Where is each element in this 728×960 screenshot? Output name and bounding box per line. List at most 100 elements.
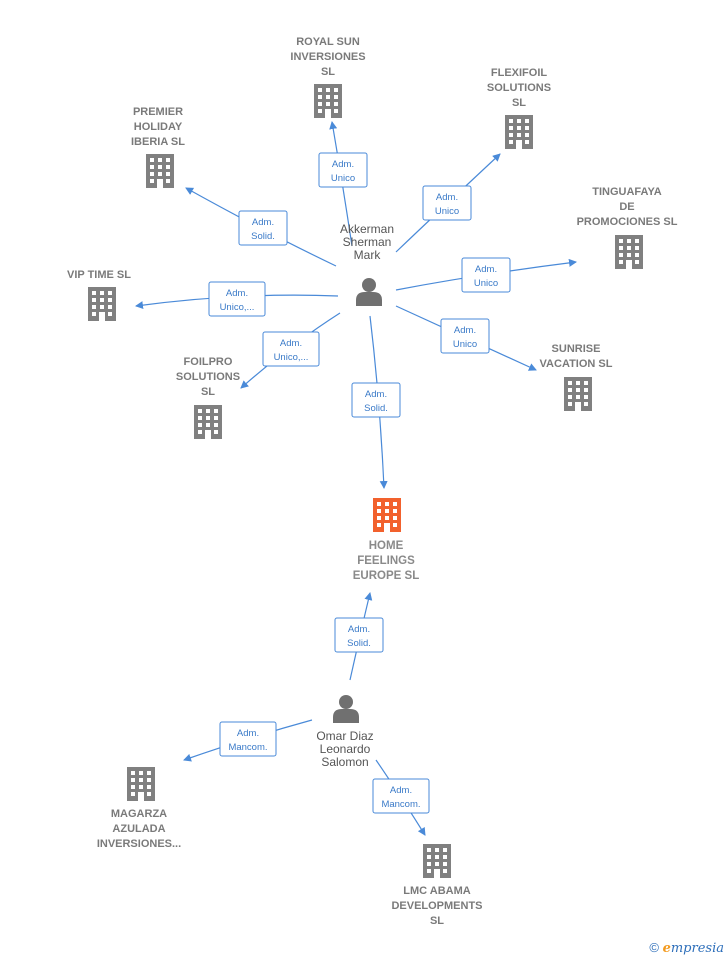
edge-label-box [372,778,430,814]
node-label: VIP TIME SL [67,269,131,281]
edge-label-box [440,318,490,354]
edge-label-text: Mancom. [228,742,267,753]
edge-akkerman-home: Adm. Solid. [351,315,401,489]
edge-omar-home: Adm.Solid. [334,592,384,681]
edge-label-text: Adm. [226,288,248,299]
edge-omar-lmc: Adm. Mancom. [372,759,430,836]
brand-logo[interactable]: empresia [662,941,724,956]
edge-label-text: Unico [474,278,498,289]
edge-label[interactable]: Adm. Unico,... [208,281,266,317]
edge-akkerman-flexifoil: Adm.Unico [395,153,501,253]
building-icon [615,235,643,269]
node-label: EUROPE SL [353,570,419,582]
node-label: SOLUTIONS [176,371,240,383]
edge-label-box [318,152,368,188]
node-label: LMC ABAMA [403,885,470,897]
edge-label-box [208,281,266,317]
edge-label[interactable]: Adm. Unico [318,152,368,188]
edge-label[interactable]: Adm.Unico,... [262,331,320,367]
edge-label-text: Adm. [475,264,497,275]
edge-label-text: Adm. [436,192,458,203]
edge-label-text: Unico [331,173,355,184]
edge-label-text: Adm. [390,785,412,796]
building-icon [127,767,155,801]
edge-label-text: Adm. [365,389,387,400]
edge-label-text: Solid. [251,231,275,242]
edge-label-box [461,257,511,293]
node-label: AZULADA [112,823,165,835]
node-label: MAGARZA [111,808,167,820]
node-label: TINGUAFAYA [592,186,662,198]
edge-label-text: Adm. [348,624,370,635]
edge-akkerman-foilpro: Adm.Unico,... [240,312,341,389]
edge-label-box [219,721,277,757]
node-label: Salomon [321,755,368,769]
edge-label-text: Adm. [252,217,274,228]
company-node-royal[interactable]: ROYAL SUN INVERSIONES SL [290,36,366,118]
edge-label[interactable]: Adm.Unico [440,318,490,354]
building-icon [505,115,533,149]
node-label: FEELINGS [357,555,415,567]
edge-label-box [422,185,472,221]
edge-label-box [351,382,401,418]
company-node-premier[interactable]: PREMIER HOLIDAY IBERIA SL [131,106,185,188]
edge-label[interactable]: Adm. Solid. [238,210,288,246]
edge-label[interactable]: Adm.Unico [422,185,472,221]
edge-label-text: Unico,... [220,302,255,313]
node-label: SUNRISE [552,343,601,355]
node-label: Leonardo [320,742,371,756]
node-label: FOILPRO [184,356,233,368]
node-label: Sherman [343,235,392,249]
edge-label-text: Mancom. [381,799,420,810]
edge-label[interactable]: Adm. Unico [461,257,511,293]
company-node-home[interactable]: HOME FEELINGS EUROPE SL [353,498,419,582]
edge-label[interactable]: Adm. Mancom. [372,778,430,814]
company-node-flexifoil[interactable]: FLEXIFOIL SOLUTIONS SL [487,67,551,149]
node-label: DEVELOPMENTS [391,900,482,912]
edge-label[interactable]: Adm. Solid. [351,382,401,418]
edge-label[interactable]: Adm. Mancom. [219,721,277,757]
node-label: PREMIER [133,106,183,118]
node-label: FLEXIFOIL [491,67,548,79]
node-label: SL [512,97,526,109]
building-icon [194,405,222,439]
edge-akkerman-viptime: Adm. Unico,... [135,281,339,317]
edge-label-text: Adm. [237,728,259,739]
person-icon [333,695,359,723]
building-icon [88,287,116,321]
edge-akkerman-premier: Adm. Solid. [185,187,337,267]
node-label: INVERSIONES [290,51,365,63]
edge-label[interactable]: Adm.Solid. [334,617,384,653]
node-label: HOME [369,540,404,552]
node-label: ROYAL SUN [296,36,360,48]
company-node-sunrise[interactable]: SUNRISE VACATION SL [540,343,613,411]
edges-layer: Adm.UnicoAdm.UnicoAdm.Solid.Adm.UnicoAdm… [135,121,577,836]
company-node-viptime[interactable]: VIP TIME SL [67,269,131,321]
edge-akkerman-royal: Adm. Unico [318,121,368,247]
company-node-magarza[interactable]: MAGARZA AZULADA INVERSIONES... [97,767,181,850]
building-icon [146,154,174,188]
edge-label-box [334,617,384,653]
copyright-symbol: © [649,940,659,955]
node-label: HOLIDAY [134,121,183,133]
edge-label-text: Adm. [332,159,354,170]
node-label: SL [321,66,335,78]
edge-label-text: Solid. [364,403,388,414]
edge-label-box [238,210,288,246]
edge-label-text: Unico,... [274,352,309,363]
node-label: SOLUTIONS [487,82,551,94]
brand-footer: © empresia [649,940,724,956]
building-icon [314,84,342,118]
node-label: IBERIA SL [131,136,185,148]
node-label: PROMOCIONES SL [577,216,678,228]
edge-label-text: Adm. [454,325,476,336]
node-label: VACATION SL [540,358,613,370]
node-label: INVERSIONES... [97,838,181,850]
node-label: Akkerman [340,222,394,236]
